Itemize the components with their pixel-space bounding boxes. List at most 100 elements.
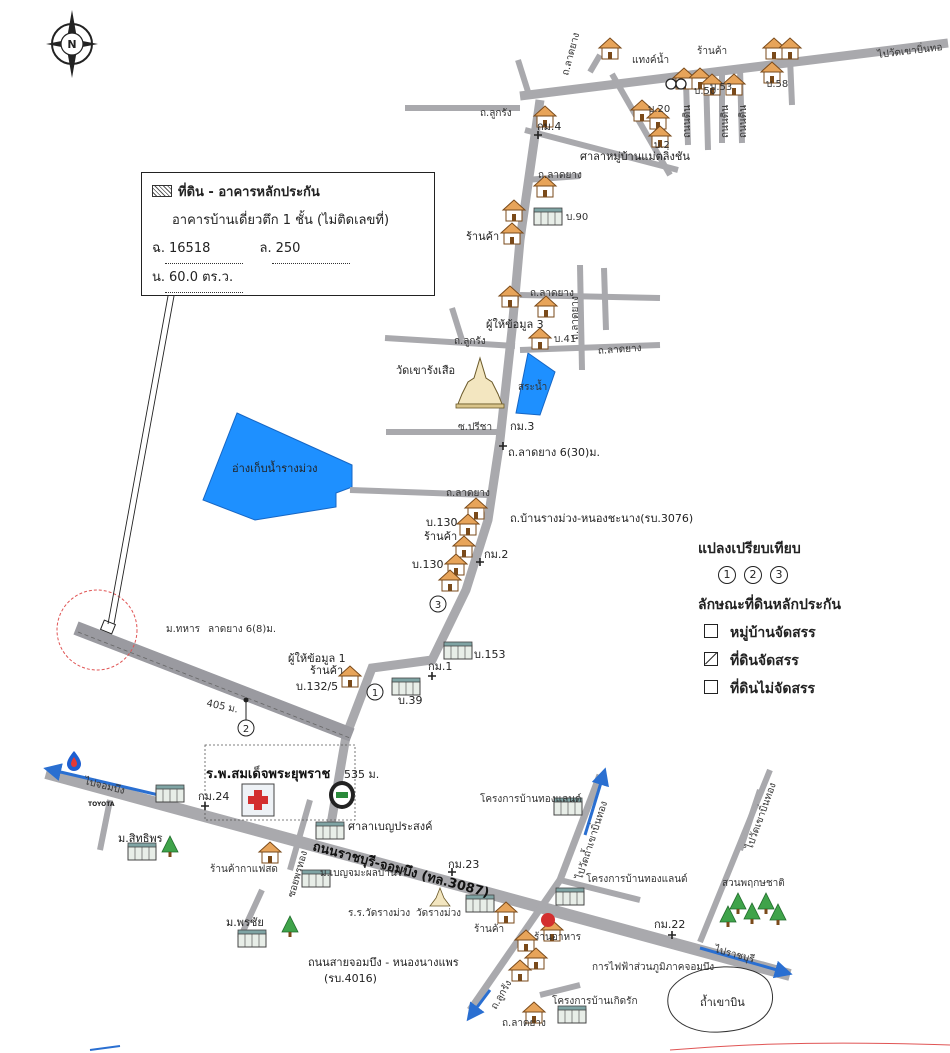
deed-label: ฉ. xyxy=(152,241,165,256)
label-lat-yang-2: ถ.ลาดยาง xyxy=(538,170,582,181)
label-b20: บ.20 xyxy=(648,104,670,115)
hospital-area xyxy=(204,744,356,821)
svg-text:1: 1 xyxy=(372,688,378,699)
compass-rose: N xyxy=(46,10,98,78)
temple-icon xyxy=(455,356,505,409)
legend-title: แปลงเปรียบเทียบ xyxy=(698,541,801,557)
label-soi-preecha: ซ.ปรีชา xyxy=(458,421,492,433)
area-label: น. xyxy=(152,270,166,285)
temple-small-icon xyxy=(429,886,451,907)
label-shop-3: ร้านค้า xyxy=(310,664,343,677)
deed-value: 16518 xyxy=(165,235,243,264)
label-soil-road-2: ถนนดิน xyxy=(720,105,731,138)
label-km2: กม.2 xyxy=(484,548,508,561)
legend-number-3: 3 xyxy=(770,566,788,584)
label-soil-road-1: ถนนดิน xyxy=(682,105,693,138)
label-power: การไฟฟ้าส่วนภูมิภาคจอมบึง xyxy=(592,961,714,973)
land-no-label: ล. xyxy=(259,241,272,256)
svg-text:2: 2 xyxy=(243,724,249,735)
label-pond: สระน้ำ xyxy=(518,379,547,393)
area-value: 60.0 ตร.ว. xyxy=(165,264,244,293)
label-b90: บ.90 xyxy=(566,212,588,223)
label-b50: บ.50 xyxy=(694,86,716,97)
subject-property-circle xyxy=(56,589,138,671)
label-moo-thahan: ม.ทหาร xyxy=(166,624,201,635)
subject-property xyxy=(99,619,117,635)
label-project-3: โครงการบ้านเกิดรัก xyxy=(552,994,638,1007)
label-wat-rang: วัดรางม่วง xyxy=(416,908,461,919)
water-tank-icon xyxy=(665,78,687,90)
label-b58: บ.58 xyxy=(766,79,788,90)
label-road-4016: ถนนสายจอมบึง - หนองนางแพร xyxy=(308,956,459,969)
label-road-3076: ถ.บ้านรางม่วง-หนองชะนาง(รบ.3076) xyxy=(510,512,693,525)
property-info-box: ที่ดิน - อาคารหลักประกัน อาคารบ้านเดี่ยว… xyxy=(141,172,435,296)
checkbox-icon xyxy=(704,680,718,694)
label-village-hall: ศาลาหมู่บ้านแม่ตลิ่งชัน xyxy=(580,148,690,163)
label-km22: กม.22 xyxy=(654,918,685,931)
label-school-rang: ร.ร.วัดรางม่วง xyxy=(348,908,410,919)
label-shop-4: ร้านค้า xyxy=(474,923,504,935)
label-road-6-30: ถ.ลาดยาง 6(30)ม. xyxy=(508,446,600,459)
label-km3: กม.3 xyxy=(510,420,534,433)
checked-box-icon xyxy=(704,652,718,666)
label-road-4016-b: (รบ.4016) xyxy=(324,972,377,985)
svg-text:3: 3 xyxy=(435,600,441,611)
pointer-line xyxy=(107,295,175,625)
label-shop-1: ร้านค้า xyxy=(466,230,499,243)
gas-station-icon xyxy=(67,751,81,771)
label-dist-535: 535 ม. xyxy=(344,768,379,781)
comparison-marker-3: 3 xyxy=(429,595,447,613)
label-luk-rang-bottom: ถ.ลูกรัง xyxy=(489,978,514,1011)
info-title: ที่ดิน - อาคารหลักประกัน xyxy=(178,185,320,200)
label-sala: ศาลาเบญประสงค์ xyxy=(348,820,432,833)
legend-item-label: ที่ดินไม่จัดสรร xyxy=(730,681,816,697)
legend-number-2: 2 xyxy=(744,566,762,584)
info-building: อาคารบ้านเดี่ยวตึก 1 ชั้น (ไม่ติดเลขที่) xyxy=(172,213,390,228)
road-sign-icon xyxy=(329,781,355,809)
compass-north-label: N xyxy=(67,38,76,51)
label-informant-3: ผู้ให้ข้อมูล 3 xyxy=(486,318,544,331)
hatch-swatch xyxy=(152,185,172,197)
legend-item-label: หมู่บ้านจัดสรร xyxy=(730,625,816,641)
label-lat-yang-v: ถ.ลาดยาง xyxy=(570,296,581,340)
label-km1: กม.1 xyxy=(428,660,452,673)
label-lat-yang-top: ถ.ลาดยาง xyxy=(560,31,582,76)
label-informant-1: ผู้ให้ข้อมูล 1 xyxy=(288,652,346,665)
legend-item-village: หมู่บ้านจัดสรร xyxy=(704,622,898,644)
label-b41: บ.41 xyxy=(554,334,576,345)
label-b153: บ.153 xyxy=(474,648,505,661)
label-moo-sitthiphon: ม.สิทธิพร xyxy=(118,832,163,845)
label-b130b: บ.130 xyxy=(412,558,443,571)
label-dist-405: 405 ม. xyxy=(205,698,239,715)
label-road-6-8: ลาดยาง 6(8)ม. xyxy=(208,624,276,635)
label-park: สวนพฤกษชาติ xyxy=(722,878,785,889)
label-shop-top: ร้านค้า xyxy=(697,45,727,57)
label-cave: ถ้ำเขาบิน xyxy=(700,994,745,1009)
label-km23: กม.23 xyxy=(448,858,479,871)
bottom-edge-line xyxy=(89,1045,121,1051)
info-title-row: ที่ดิน - อาคารหลักประกัน xyxy=(152,179,424,207)
pond xyxy=(515,352,556,416)
bottom-boundary xyxy=(669,1042,950,1051)
label-lat-yang-5: ถ.ลาดยาง xyxy=(446,488,490,499)
label-to-khao-bin-top: ไปวัดเขาบิ่นทอ xyxy=(876,39,943,61)
label-luk-rang-2: ถ.ลูกรัง xyxy=(454,336,486,347)
legend-subtitle: ลักษณะที่ดินหลักประกัน xyxy=(698,597,841,613)
label-lat-yang-4: ถ.ลาดยาง xyxy=(597,343,642,357)
label-b132-5: บ.132/5 xyxy=(296,680,338,693)
label-luk-rang-1: ถ.ลูกรัง xyxy=(480,108,512,119)
label-shop-2: ร้านค้า xyxy=(424,530,457,543)
label-temple: วัดเขารังเสือ xyxy=(396,364,455,377)
label-reservoir: อ่างเก็บน้ำรางม่วง xyxy=(232,460,318,475)
cave-outline xyxy=(667,966,773,1033)
legend-number-1: 1 xyxy=(718,566,736,584)
label-km4: กม.4 xyxy=(537,120,561,133)
label-soil-road-3: ถนนดิน xyxy=(738,105,749,138)
label-project-1: โครงการบ้านทองแลนด์ xyxy=(480,792,582,805)
comparison-marker-1: 1 xyxy=(366,683,384,701)
label-b53: บ.53 xyxy=(710,82,732,93)
comparison-marker-2: 2 xyxy=(237,697,255,737)
